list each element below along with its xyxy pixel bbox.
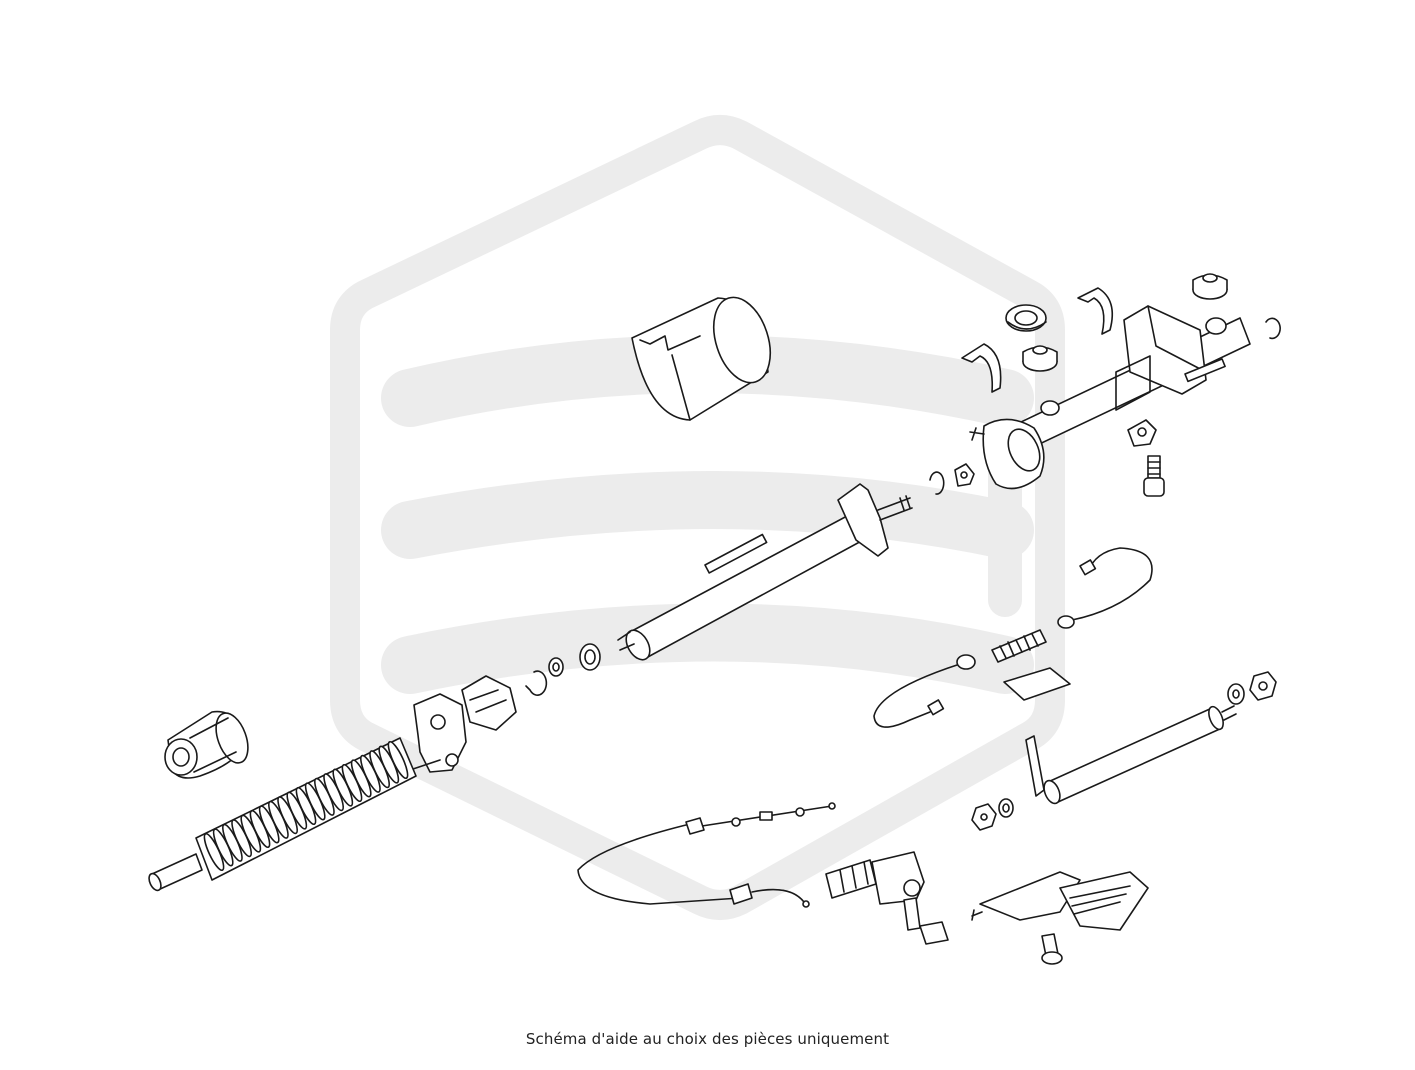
bracket-clamp-part[interactable]: [1077, 287, 1114, 335]
circlip-part[interactable]: [1265, 317, 1281, 340]
circlip-part[interactable]: [929, 471, 945, 495]
bolt-part[interactable]: [1143, 455, 1165, 497]
bushing-part[interactable]: [579, 643, 601, 671]
shift-rod-part[interactable]: [1025, 705, 1237, 806]
nut-part[interactable]: [1249, 671, 1277, 701]
watermark-logo-icon: [330, 115, 1065, 920]
throttle-linkage-part[interactable]: [825, 851, 949, 945]
nut-part[interactable]: [954, 463, 975, 487]
diagram-caption: Schéma d'aide au choix des pièces unique…: [525, 1030, 890, 1048]
control-cable-part[interactable]: [577, 802, 836, 908]
bolt-part[interactable]: [1041, 933, 1063, 965]
insulation-pad-part[interactable]: [1003, 667, 1071, 701]
electrical-cable-part[interactable]: [1057, 547, 1153, 629]
spring-clip-part[interactable]: [1005, 304, 1047, 332]
ignition-housing-flange-part[interactable]: [969, 418, 1046, 490]
circlip-part[interactable]: [525, 670, 548, 696]
rubber-mount-part[interactable]: [1022, 345, 1058, 372]
bracket-clamp-part[interactable]: [961, 343, 1002, 393]
washer-part[interactable]: [548, 657, 564, 677]
clamp-bracket-part[interactable]: [1127, 419, 1157, 447]
pedal-assembly-part[interactable]: [971, 871, 1149, 931]
bellows-rib: [387, 740, 409, 780]
rubber-mount-part[interactable]: [1192, 273, 1228, 300]
rubber-boot-part[interactable]: [164, 709, 254, 779]
column-flange-part[interactable]: [837, 483, 913, 557]
wire-harness-part[interactable]: [873, 654, 976, 728]
return-spring-part[interactable]: [991, 629, 1047, 663]
washer-part[interactable]: [998, 798, 1014, 818]
washer-part[interactable]: [1227, 683, 1245, 705]
column-housing-part[interactable]: [999, 305, 1251, 459]
nut-part[interactable]: [971, 803, 997, 831]
bellows-ribs: [203, 740, 409, 872]
universal-joint-part[interactable]: [409, 675, 517, 773]
column-shroud-part[interactable]: [631, 290, 780, 421]
